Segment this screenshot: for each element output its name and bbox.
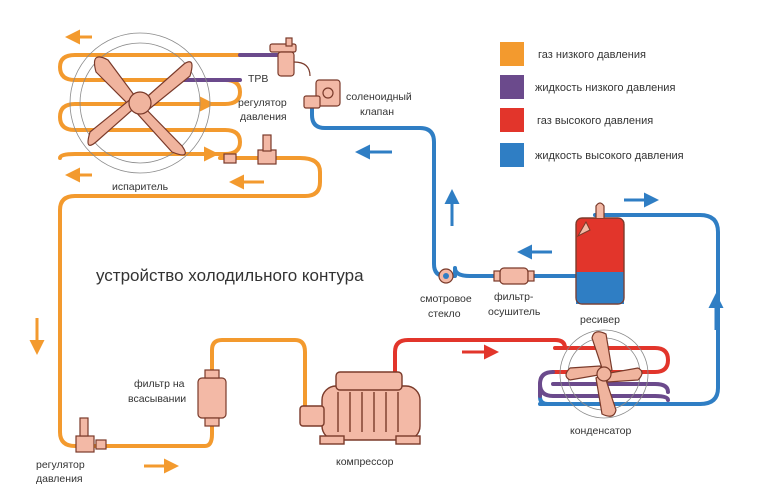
label-sight-glass-2: стекло (428, 308, 461, 320)
filter-drier (493, 267, 535, 285)
diagram-title: устройство холодильного контура (96, 266, 364, 285)
label-filter-drier-2: осушитель (488, 306, 541, 318)
label-condenser: конденсатор (570, 425, 632, 437)
condenser-fan (559, 329, 649, 419)
compressor (299, 371, 421, 445)
legend-swatch-high-gas (500, 108, 524, 132)
label-suction-filter-1: фильтр на (134, 378, 185, 390)
label-pressure-regulator-top-1: регулятор (238, 97, 287, 109)
receiver (575, 202, 625, 305)
suction-line (58, 156, 322, 448)
legend-swatch-high-liquid (500, 143, 524, 167)
label-pressure-regulator-top-2: давления (240, 111, 287, 123)
label-solenoid-2: клапан (360, 106, 394, 118)
pressure-regulator-bottom (75, 417, 107, 453)
label-trv: ТРВ (248, 73, 268, 85)
suction-filter (197, 369, 227, 427)
label-receiver: ресивер (580, 314, 620, 326)
label-evaporator: испаритель (112, 181, 169, 193)
legend-label-low-liquid: жидкость низкого давления (535, 82, 675, 94)
label-sight-glass-1: смотровое (420, 293, 472, 305)
legend-label-high-gas: газ высокого давления (537, 115, 653, 127)
solenoid-valve (303, 79, 341, 109)
legend-swatch-low-liquid (500, 75, 524, 99)
legend-label-high-liquid: жидкость высокого давления (535, 150, 684, 162)
pressure-regulator-top (223, 134, 277, 165)
discharge-line (393, 338, 567, 374)
label-pressure-regulator-bottom-2: давления (36, 473, 83, 485)
sight-glass (438, 268, 454, 284)
legend-label-low-gas: газ низкого давления (538, 49, 646, 61)
label-compressor: компрессор (336, 456, 394, 468)
label-suction-filter-2: всасывании (128, 393, 186, 405)
label-pressure-regulator-bottom-1: регулятор (36, 459, 85, 471)
label-filter-drier-1: фильтр- (494, 291, 534, 303)
flow-arrows (29, 29, 724, 474)
legend: газ низкого давления жидкость низкого да… (500, 42, 684, 167)
legend-swatch-low-gas (500, 42, 524, 66)
label-solenoid-1: соленоидный (346, 91, 412, 103)
evaporator-fan (69, 32, 211, 174)
trv-valve (269, 37, 311, 77)
